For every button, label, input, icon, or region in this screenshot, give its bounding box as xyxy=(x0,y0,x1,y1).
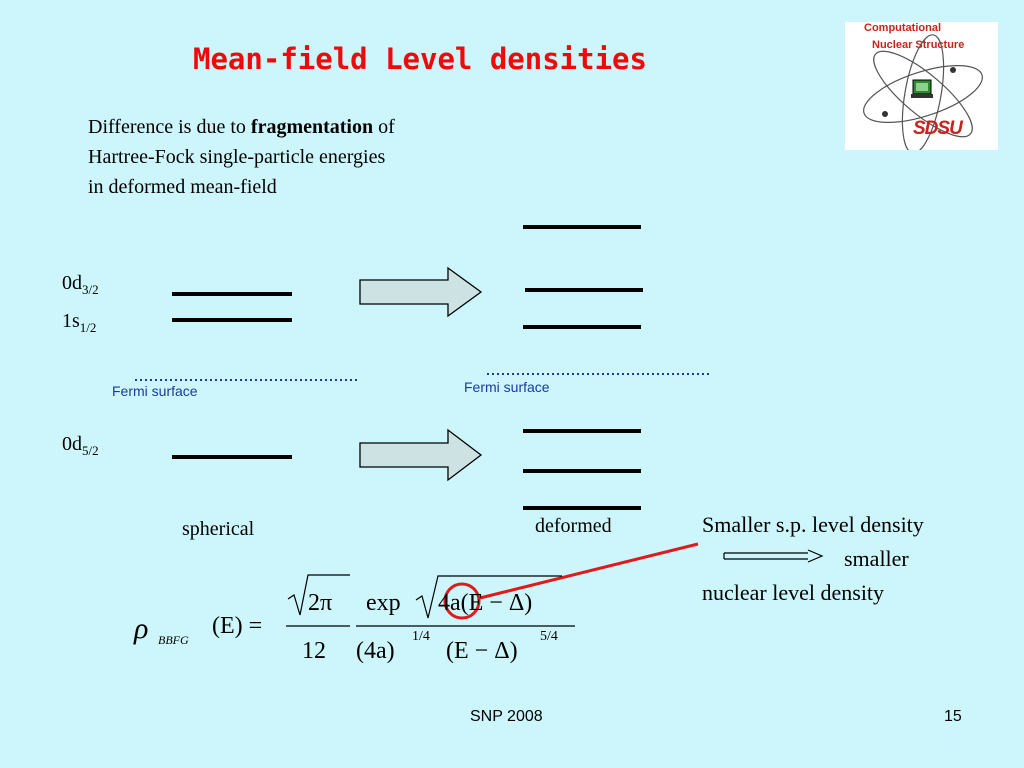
denominator-b: (E − Δ) xyxy=(446,638,518,664)
highlight-circle xyxy=(443,582,481,620)
bbfg-equation: ρ BBFG (E) = 2π 12 exp 4a(E − Δ) (4a) 1/… xyxy=(133,574,575,664)
spherical-label: spherical xyxy=(182,518,255,540)
pointer-line xyxy=(479,542,699,600)
numerator-radicand: 4a(E − Δ) xyxy=(438,590,532,616)
level-label-0d52: 0d5/2 xyxy=(62,433,99,458)
description: Difference is due to fragmentation of Ha… xyxy=(88,112,395,202)
level-density-note: Smaller s.p. level density smaller nucle… xyxy=(702,508,924,610)
deformed-label: deformed xyxy=(535,515,612,537)
fermi-label-left: Fermi surface xyxy=(112,383,198,399)
small-arrow-icon xyxy=(807,549,824,563)
footer-conference: SNP 2008 xyxy=(470,708,543,725)
level-label-1s12: 1s1/2 xyxy=(62,310,97,335)
description-line-3: in deformed mean-field xyxy=(88,176,277,198)
denominator-a-exponent: 1/4 xyxy=(412,629,430,644)
note-line-3: nuclear level density xyxy=(702,580,885,605)
sdsu-badge: SDSU xyxy=(913,118,963,139)
denominator-left: 12 xyxy=(302,638,326,664)
equation-argument: (E) = xyxy=(212,613,262,639)
rho-subscript: BBFG xyxy=(158,633,189,647)
logo-line2: Nuclear Structure xyxy=(872,39,965,51)
rho-symbol: ρ xyxy=(133,612,148,645)
block-arrow-lower xyxy=(359,428,483,482)
atom-icon xyxy=(863,34,983,150)
fragmentation-term: fragmentation xyxy=(250,116,374,138)
numerator-left: 2π xyxy=(308,590,332,616)
level-label-0d32: 0d3/2 xyxy=(62,272,99,297)
note-line-2: smaller xyxy=(844,546,909,571)
description-line-1: Difference is due to fragmentation of xyxy=(88,116,395,138)
page-number: 15 xyxy=(944,708,962,725)
numerator-exp: exp xyxy=(366,590,401,616)
denominator-a: (4a) xyxy=(356,638,395,664)
fermi-label-right: Fermi surface xyxy=(464,379,550,395)
description-line-2: Hartree-Fock single-particle energies xyxy=(88,146,386,168)
note-line-1: Smaller s.p. level density xyxy=(702,512,924,537)
logo-line1: Computational xyxy=(864,22,941,34)
block-arrow-upper xyxy=(359,266,483,318)
csn-logo: Computational Nuclear Structure SDSU xyxy=(845,22,998,150)
denominator-b-exponent: 5/4 xyxy=(540,629,558,644)
slide-title: Mean-field Level densities xyxy=(193,42,647,76)
